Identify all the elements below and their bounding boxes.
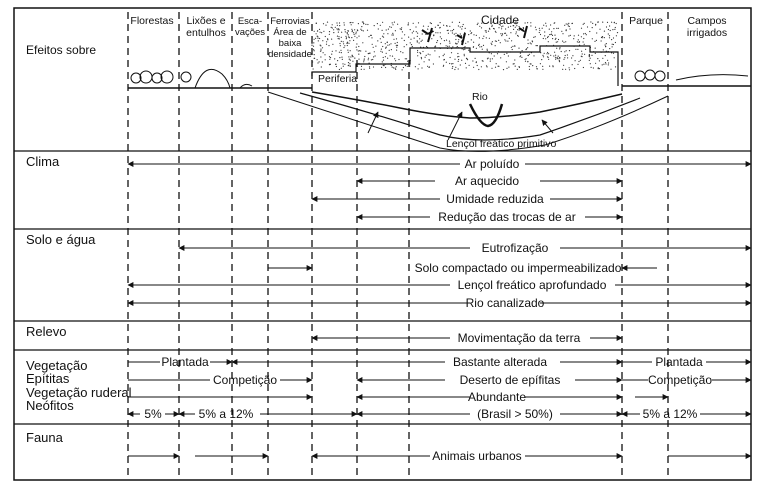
section-vegetacao-ruderal: Vegetação ruderal — [26, 385, 132, 400]
effect-lencol-aprofundado: Lençol freático aprofundado — [458, 278, 607, 292]
diagram-frame — [13, 7, 752, 481]
effect-reducao-trocas: Redução das trocas de ar — [438, 210, 575, 224]
effect-solo-compactado: Solo compactado ou impermeabilizado — [415, 261, 622, 275]
section-epifitas: Epítitas — [26, 371, 70, 386]
effect-competicao-left: Competição — [213, 373, 277, 387]
zone-lines — [127, 12, 669, 478]
label-lencol-primitivo: Lençol freático primitivo — [446, 138, 556, 150]
label-efeitos-sobre: Efeitos sobre — [26, 43, 96, 57]
col-florestas: Florestas — [130, 15, 173, 27]
section-solo-agua: Solo e água — [26, 232, 96, 247]
effect-competicao-right: Competição — [648, 373, 712, 387]
effect-arrows — [127, 161, 752, 459]
effect-neofitos-5-12-right: 5% a 12% — [643, 407, 698, 421]
effect-ar-aquecido: Ar aquecido — [455, 174, 519, 188]
effect-neofitos-5pct: 5% — [144, 407, 162, 421]
stipple-pollution — [311, 21, 619, 71]
effect-movimentacao: Movimentação da terra — [458, 331, 581, 345]
effect-umidade-reduzida: Umidade reduzida — [446, 192, 544, 206]
effect-deserto-epifitas: Deserto de epífitas — [460, 373, 561, 387]
section-clima: Clima — [26, 154, 60, 169]
effect-neofitos-5-12-left: 5% a 12% — [199, 407, 254, 421]
col-escavacoes-line1: Esca- — [238, 16, 262, 27]
section-relevo: Relevo — [26, 324, 66, 339]
col-campos-line1: Campos — [687, 15, 726, 27]
effect-neofitos-brasil: (Brasil > 50%) — [477, 407, 553, 421]
effect-bastante-alterada: Bastante alterada — [453, 355, 547, 369]
col-ferrovias-line1: Ferrovias — [270, 16, 310, 27]
col-escavacoes-line2: vações — [235, 27, 265, 38]
col-cidade: Cidade — [481, 13, 519, 27]
col-ferrovias-line4: densidade — [268, 49, 312, 60]
section-vegetacao: Vegetação — [26, 358, 87, 373]
effect-eutrofizacao: Eutrofização — [482, 241, 549, 255]
effect-animais-urbanos: Animais urbanos — [432, 449, 521, 463]
effect-abundante: Abundante — [468, 390, 526, 404]
col-ferrovias-line3: baixa — [279, 38, 302, 49]
col-ferrovias-line2: Área de — [273, 27, 306, 38]
section-fauna: Fauna — [26, 430, 64, 445]
section-neofitos: Neófitos — [26, 398, 74, 413]
label-periferia: Periferia — [318, 73, 357, 85]
col-lixoes-line1: Lixões e — [186, 15, 225, 27]
effect-rio-canalizado: Rio canalizado — [466, 296, 545, 310]
col-lixoes-line2: entulhos — [186, 27, 226, 39]
col-parque: Parque — [629, 15, 663, 27]
effect-ar-poluido: Ar poluído — [465, 157, 520, 171]
effect-plantada-left: Plantada — [161, 355, 209, 369]
label-rio: Rio — [472, 91, 488, 103]
profile-illustration — [128, 21, 751, 152]
effect-plantada-right: Plantada — [655, 355, 703, 369]
col-campos-line2: irrigados — [687, 27, 727, 39]
